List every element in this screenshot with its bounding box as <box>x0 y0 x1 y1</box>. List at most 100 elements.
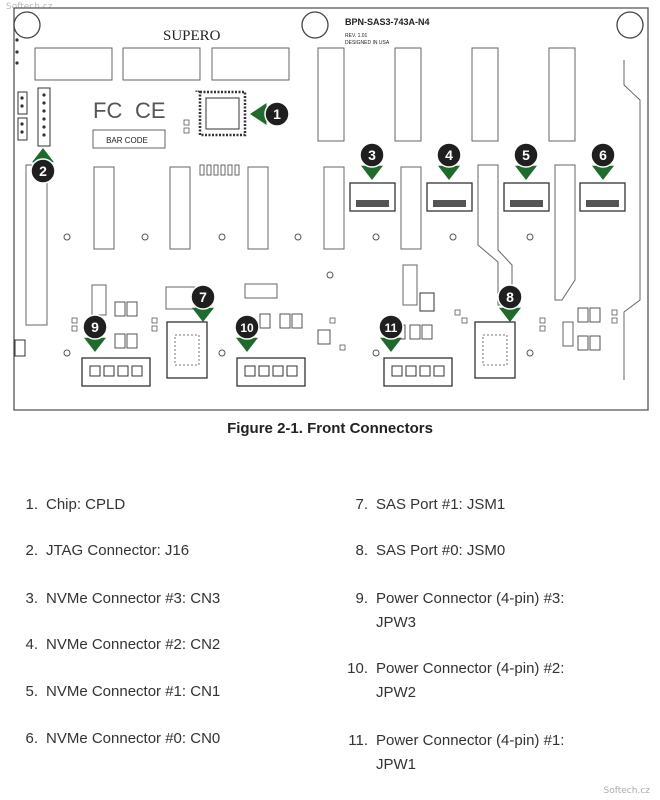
legend-text: NVMe Connector #3: CN3 <box>46 590 221 607</box>
legend-text: Power Connector (4-pin) #2:JPW2 <box>376 660 565 701</box>
legend-number: 6. <box>25 730 38 747</box>
callout-number: 10 <box>240 321 254 335</box>
barcode-label: BAR CODE <box>106 136 148 145</box>
callout-circle <box>359 142 385 168</box>
ce-mark: CE <box>135 98 166 123</box>
legend-item: 5. NVMe Connector #1: CN1 <box>10 680 220 704</box>
legend-item: 4. NVMe Connector #2: CN2 <box>10 633 220 657</box>
barcode-box <box>92 129 166 149</box>
slot <box>122 47 201 81</box>
legend-number: 5. <box>25 683 38 700</box>
callout-arrow <box>236 337 258 352</box>
legend-number: 9. <box>355 590 368 607</box>
slot <box>34 47 113 81</box>
callout-number: 2 <box>39 163 47 179</box>
callout-number: 11 <box>385 321 398 335</box>
nvme-connector-cn2 <box>426 182 473 212</box>
callout-arrow <box>380 337 402 352</box>
callout-6: 6 <box>590 142 616 180</box>
callout-arrow <box>84 337 106 352</box>
callout-arrow <box>361 165 383 180</box>
callout-10: 10 <box>234 314 260 352</box>
callout-number: 9 <box>91 319 99 335</box>
callout-circle <box>264 101 290 127</box>
callout-arrow <box>32 148 54 163</box>
legend-number: 8. <box>355 542 368 559</box>
origin-label: DESIGNED IN USA <box>345 40 390 46</box>
callout-3: 3 <box>359 142 385 180</box>
legend-text: JTAG Connector: J16 <box>46 542 190 559</box>
legend-text: NVMe Connector #2: CN2 <box>46 636 221 653</box>
callout-number: 7 <box>199 289 207 305</box>
callout-number: 5 <box>522 147 530 163</box>
legend-number: 10. <box>347 660 368 677</box>
callout-arrow <box>515 165 537 180</box>
svg-text:▪▪: ▪▪ <box>195 89 199 95</box>
board-edge <box>623 60 641 380</box>
callout-number: 8 <box>506 289 514 305</box>
callout-11: 11 <box>378 314 404 352</box>
legend-item: 1.Chip: CPLD <box>10 493 125 517</box>
brand-label: SUPERO <box>163 28 221 44</box>
slot <box>317 47 345 142</box>
figure-caption: Figure 2-1. Front Connectors <box>227 420 433 437</box>
legend-text: Power Connector (4-pin) #3:JPW3 <box>376 590 565 631</box>
model-label: BPN-SAS3-743A-N4 <box>345 17 430 27</box>
legend-item: 8. SAS Port #0: JSM0 <box>340 539 505 563</box>
callout-5: 5 <box>513 142 539 180</box>
callout-circle <box>190 284 216 310</box>
slot <box>548 47 576 142</box>
callout-2: 2 <box>30 148 56 184</box>
mount-hole <box>301 11 329 39</box>
legend-text: Power Connector (4-pin) #1:JPW1 <box>376 732 565 773</box>
slot <box>93 166 115 250</box>
legend-number: 2. <box>25 542 38 559</box>
legend-item: 9. Power Connector (4-pin) #3:JPW3 <box>340 587 564 635</box>
callout-arrow <box>438 165 460 180</box>
slot <box>169 166 191 250</box>
callout-circle <box>378 314 404 340</box>
callout-arrow <box>592 165 614 180</box>
callout-arrow <box>499 307 521 322</box>
legend-number: 11. <box>348 732 368 749</box>
slot <box>247 166 269 250</box>
fcc-mark: FC <box>93 98 122 123</box>
legend-text: NVMe Connector #1: CN1 <box>46 683 221 700</box>
legend-item: 11. Power Connector (4-pin) #1:JPW1 <box>340 729 564 777</box>
callout-circle <box>590 142 616 168</box>
callout-circle <box>513 142 539 168</box>
slot <box>211 47 290 81</box>
power-connector-jpw3 <box>81 357 151 387</box>
nvme-connector-cn0 <box>579 182 626 212</box>
board-diagram: SUPERO BPN-SAS3-743A-N4 REV. 1.01 DESIGN… <box>13 7 649 411</box>
legend-item: 7.SAS Port #1: JSM1 <box>340 493 505 517</box>
callout-number: 1 <box>273 106 281 122</box>
legend-number: 4. <box>25 636 38 653</box>
slot <box>25 164 48 326</box>
legend-number: 3. <box>25 590 38 607</box>
power-connector-jpw1 <box>383 357 453 387</box>
callout-9: 9 <box>82 314 108 352</box>
callout-7: 7 <box>190 284 216 322</box>
legend-text: SAS Port #0: JSM0 <box>376 542 506 559</box>
slot <box>394 47 422 142</box>
legend-item: 3. NVMe Connector #3: CN3 <box>10 587 220 611</box>
legend-item: 2. JTAG Connector: J16 <box>10 539 189 563</box>
nvme-connector-cn1 <box>503 182 550 212</box>
legend-text: Chip: CPLD <box>46 496 126 513</box>
callout-circle <box>82 314 108 340</box>
rev-label: REV. 1.01 <box>345 33 368 39</box>
callout-arrow <box>192 307 214 322</box>
legend-text: SAS Port #1: JSM1 <box>376 496 506 513</box>
jtag-header <box>37 87 51 147</box>
legend-text: NVMe Connector #0: CN0 <box>46 730 221 747</box>
slot <box>471 47 499 142</box>
nvme-connector-cn3 <box>349 182 396 212</box>
callout-number: 4 <box>445 147 453 163</box>
callout-1: 1 <box>250 101 290 127</box>
callout-arrow <box>250 103 267 125</box>
callout-4: 4 <box>436 142 462 180</box>
callout-circle <box>30 158 56 184</box>
callout-circle <box>234 314 260 340</box>
slot <box>323 166 345 250</box>
